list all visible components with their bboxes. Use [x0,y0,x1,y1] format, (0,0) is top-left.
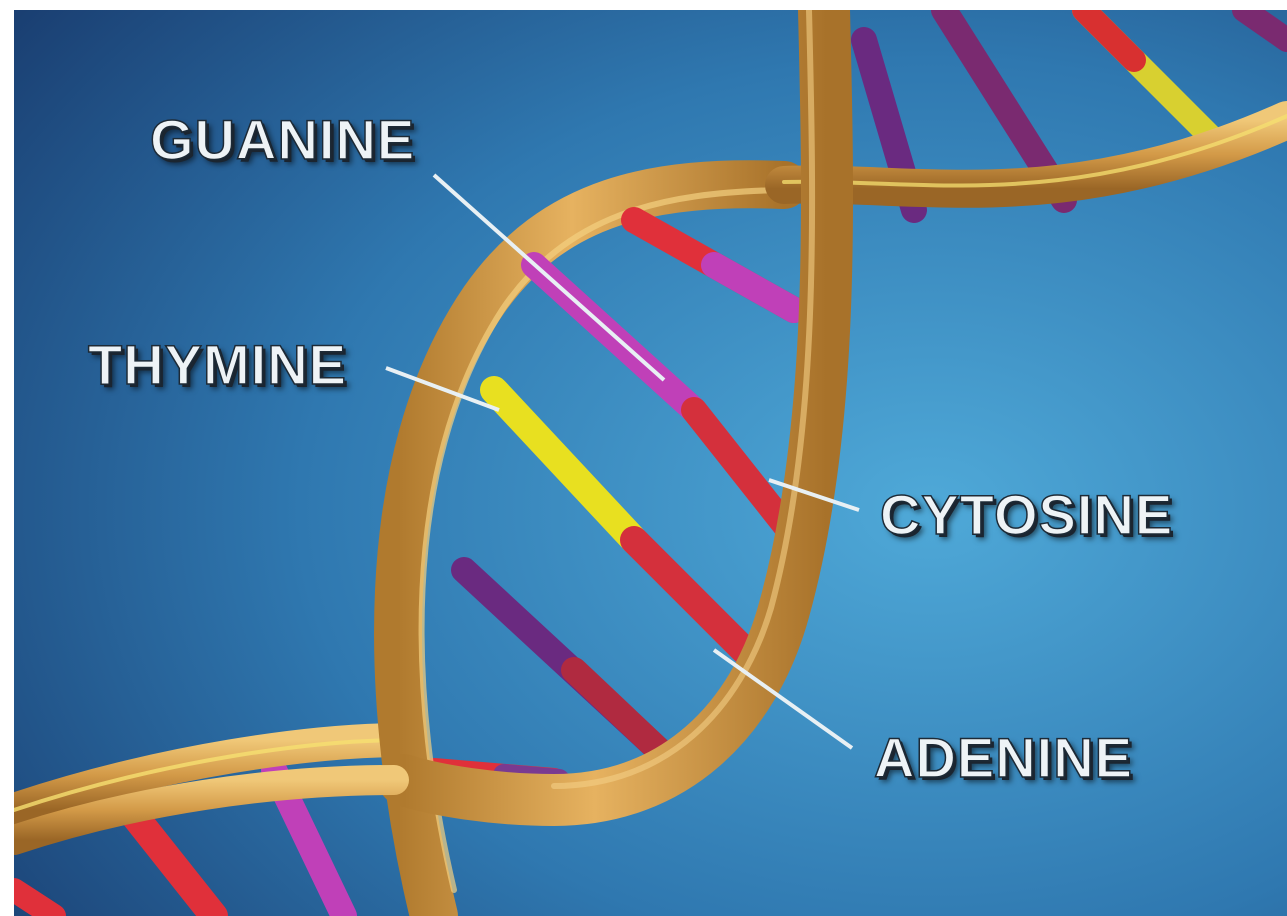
label-thymine: THYMINE [88,337,347,393]
label-cytosine: CYTOSINE [880,487,1173,543]
dna-illustration: GUANINE THYMINE CYTOSINE ADENINE [14,10,1287,916]
label-adenine: ADENINE [874,730,1133,786]
label-guanine: GUANINE [150,112,415,168]
